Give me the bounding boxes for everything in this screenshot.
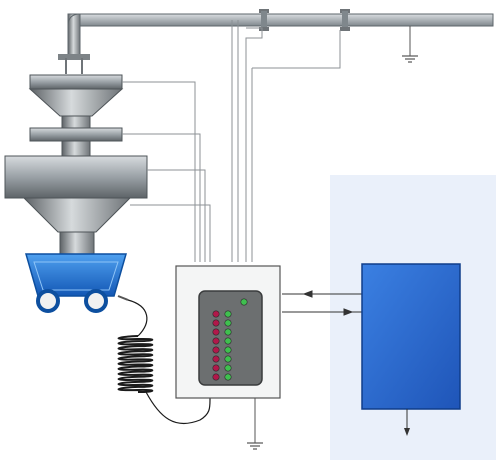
signal-link bbox=[282, 290, 362, 316]
indicator-led-icon bbox=[224, 337, 232, 345]
controller-unit bbox=[361, 263, 461, 436]
indicator-led-icon bbox=[212, 364, 220, 372]
indicator-led-icon bbox=[212, 373, 220, 381]
indicator-led-icon bbox=[224, 346, 232, 354]
indicator-led-icon bbox=[212, 337, 220, 345]
material-cart bbox=[25, 253, 129, 313]
indicator-led-icon bbox=[224, 355, 232, 363]
wheel-icon bbox=[36, 289, 60, 313]
indicator-led-icon bbox=[212, 355, 220, 363]
ground-symbol-icon bbox=[402, 26, 418, 63]
pipe-flange-1 bbox=[259, 9, 269, 31]
wheel-icon bbox=[84, 289, 108, 313]
indicator-led-icon bbox=[212, 310, 220, 318]
indicator-led-icon bbox=[224, 364, 232, 372]
indicator-led-icon bbox=[212, 319, 220, 327]
ground-symbol-icon bbox=[247, 398, 263, 450]
indicator-led-icon bbox=[224, 373, 232, 381]
led-grid bbox=[212, 298, 248, 381]
led-display-panel bbox=[198, 290, 263, 386]
sensor-wires bbox=[122, 20, 341, 262]
indicator-led-icon bbox=[212, 328, 220, 336]
coiled-ground-cable bbox=[117, 299, 211, 425]
indicator-led-icon bbox=[224, 328, 232, 336]
indicator-led-icon bbox=[212, 346, 220, 354]
arrow-icon bbox=[404, 409, 410, 436]
pipe-flange-2 bbox=[340, 9, 350, 31]
indicator-led-icon bbox=[224, 310, 232, 318]
status-led-icon bbox=[240, 298, 248, 306]
upper-hopper bbox=[28, 74, 124, 142]
arrow-icon bbox=[282, 308, 362, 316]
indicator-led-icon bbox=[224, 319, 232, 327]
middle-silo bbox=[4, 140, 148, 255]
arrow-icon bbox=[282, 290, 362, 298]
monitoring-device bbox=[175, 265, 281, 450]
top-pipe bbox=[58, 9, 494, 74]
